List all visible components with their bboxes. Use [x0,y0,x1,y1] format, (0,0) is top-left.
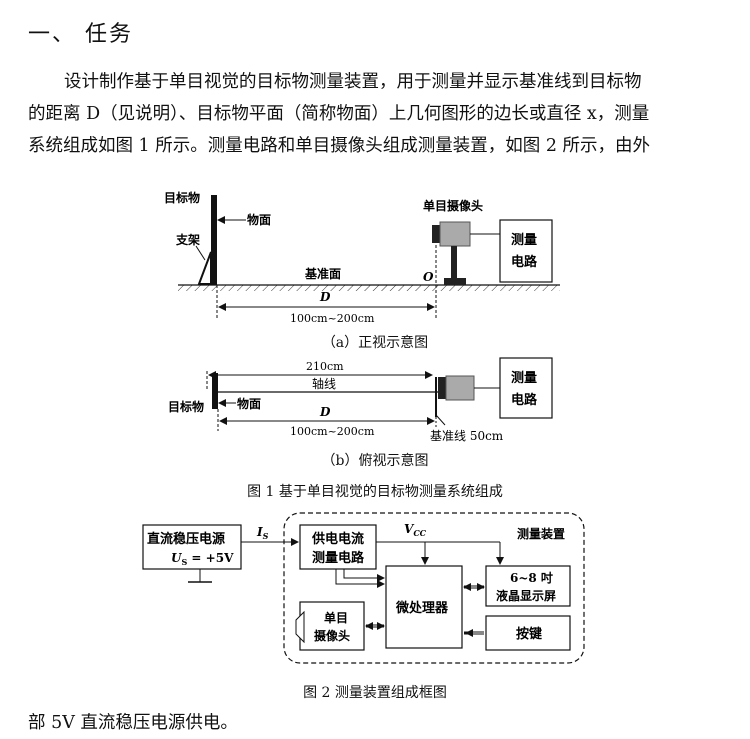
device-boundary [283,512,585,664]
camera-label: 单目摄像头 [423,198,483,213]
camera-post [451,246,457,278]
intro-line-3: 系统组成如图 1 所示。测量电路和单目摄像头组成测量装置，如图 2 所示，由外 [28,136,651,156]
camera-body-top-icon [445,375,475,401]
range-label: 100cm~200cm [290,312,375,325]
figure1-top-view: 目标物 210cm 轴线 物面 D 100cm~200cm 基准线 50cm 测… [168,357,553,443]
target-label-top: 目标物 [168,399,204,414]
signal-arrow-1 [335,569,385,588]
circuit-label-top-1: 测量 [511,370,537,386]
power-supply-box [142,524,242,570]
current-circuit-box [299,524,377,570]
lcd-box [485,565,571,607]
current-circuit-label-2: 测量电路 [312,550,365,566]
camera-body-icon [439,221,471,247]
device-label: 测量装置 [517,526,565,541]
surface-label: 物面 [247,212,271,227]
circuit-box [499,219,553,283]
ground-hatch [178,285,560,291]
stand-leader [195,245,206,261]
vcc-label: VCC [404,522,427,538]
current-circuit-label-1: 供电电流 [311,531,364,547]
camera-box [299,601,365,651]
surface-label-top: 物面 [237,396,261,411]
stand-label: 支架 [175,232,200,247]
circuit-label-top-2: 电路 [511,392,538,408]
keys-label: 按键 [516,626,542,642]
figure1-caption-b: （b）俯视示意图 [321,453,429,469]
intro-line-2: 的距离 D（见说明）、目标物平面（简称物面）上几何图形的边长或直径 x，测量 [28,104,650,124]
baseline-label: 基准面 [304,266,341,281]
processor-box [385,565,463,649]
camera-base [444,278,466,285]
origin-label: O [423,270,434,284]
target-board [211,195,217,285]
stand-shape [197,251,212,285]
intro-line-1: 设计制作基于单目视觉的目标物测量装置，用于测量并显示基准线到目标物 [64,72,642,92]
figure1-caption-a: （a）正视示意图 [321,335,429,351]
tail-paragraph: 部 5V 直流稳压电源供电。 [28,713,238,733]
figure1-front-view: 目标物 物面 支架 基准面 O D 100cm~200cm 单目摄像头 测量 电… [164,190,560,325]
lcd-label-2: 液晶显示屏 [496,588,556,603]
target-label: 目标物 [164,190,200,205]
signal-arrow-2 [343,569,385,582]
circuit-box-top [499,357,553,419]
power-supply-value: US = +5V [171,551,234,567]
length-label: 210cm [306,360,344,373]
axis-label: 轴线 [312,376,336,391]
figure1-caption: 图 1 基于单目视觉的目标物测量系统组成 [247,484,503,500]
distance-label: D [319,290,331,304]
keys-box [485,615,571,651]
target-plate [212,373,218,409]
processor-label: 微处理器 [395,600,449,616]
distance-label-top: D [319,405,331,419]
camera-lens-top [438,377,446,399]
circuit-label-2: 电路 [511,254,538,270]
camera-lens [432,225,440,243]
baseline-label-top: 基准线 50cm [430,429,504,443]
circuit-label-1: 测量 [511,232,537,248]
range-label-top: 100cm~200cm [290,425,375,438]
camera-label-2: 摄像头 [314,628,350,643]
intro-paragraph: 设计制作基于单目视觉的目标物测量装置，用于测量并显示基准线到目标物 的距离 D（… [28,66,722,162]
lcd-label-1: 6~8 吋 [510,570,553,585]
baseline-leader [435,414,446,426]
figure2-caption: 图 2 测量装置组成框图 [303,685,447,701]
camera-lens-icon [295,610,305,644]
section-heading: 一、 任务 [28,22,133,47]
camera-label-1: 单目 [324,610,348,625]
figure2-block-diagram: 直流稳压电源 US = +5V IS 测量装置 供电电流 测量电路 VCC 微处… [142,512,585,664]
current-label: IS [256,525,269,541]
power-supply-label: 直流稳压电源 [147,531,225,547]
